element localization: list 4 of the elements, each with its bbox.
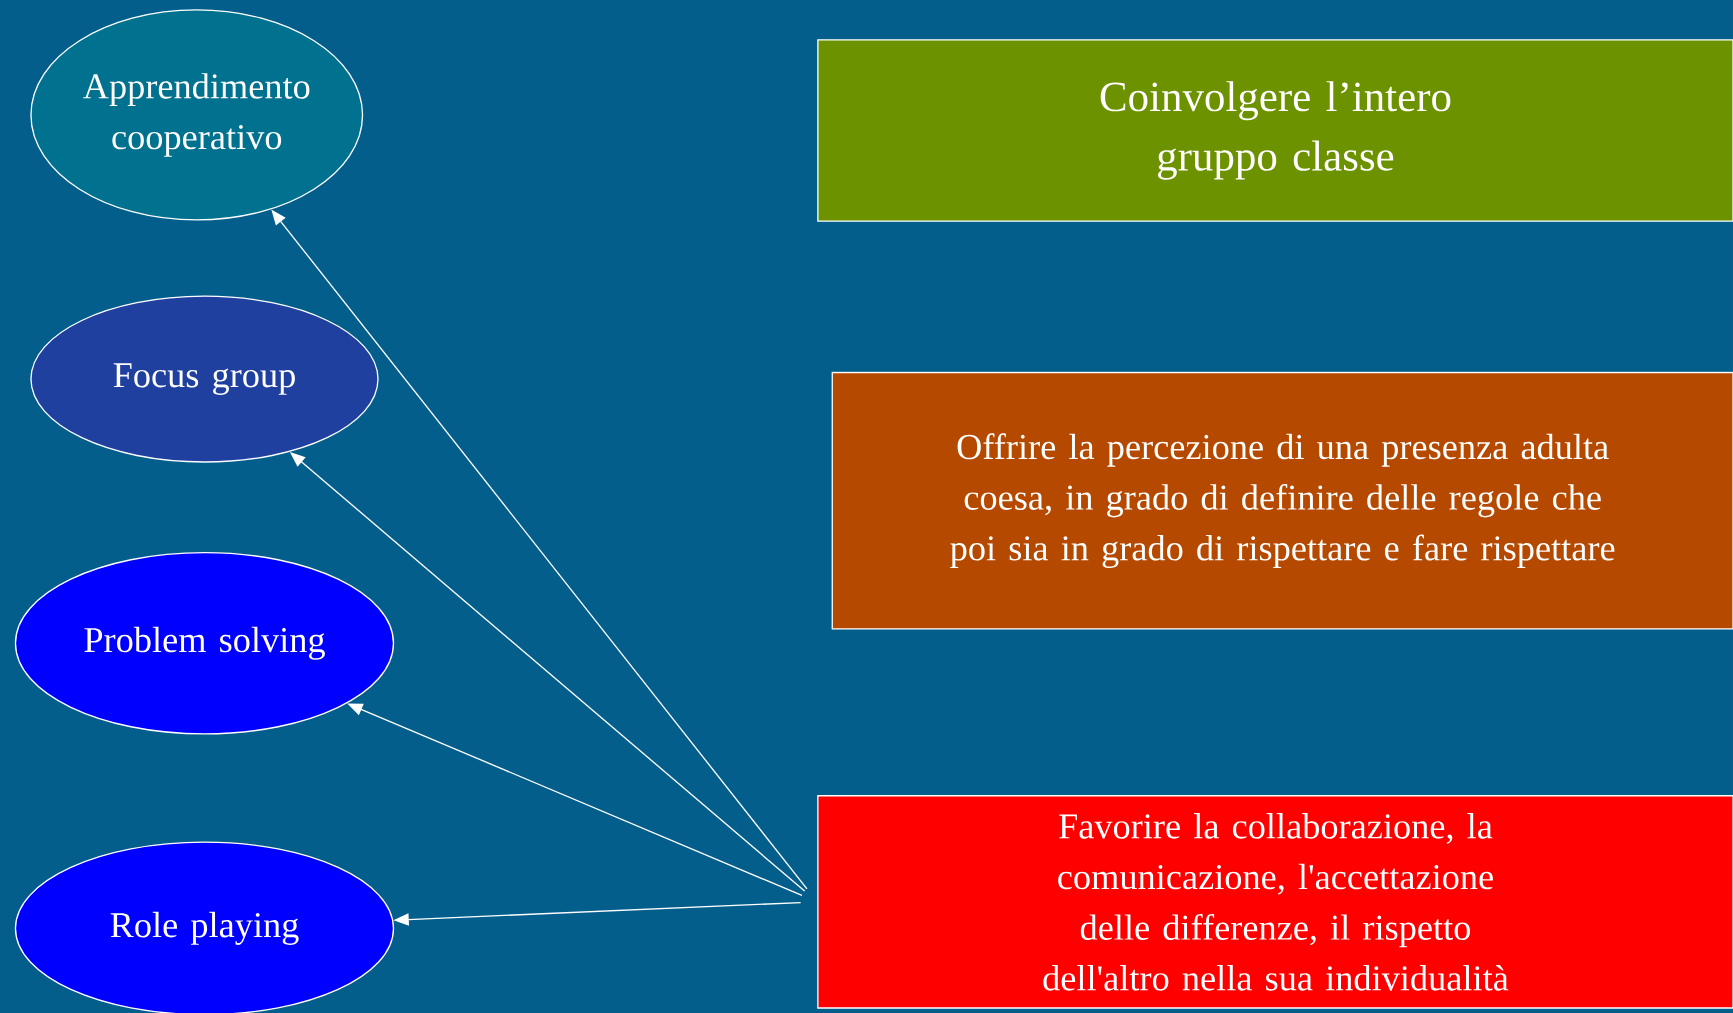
goal-box: Offrire la percezione di una presenza adulta coesa, in grado di definire delle regole che poi sia in grado di rispettare e fare rispettare: [831, 371, 1733, 630]
goal-box: Favorire la collaborazione, la comunicazione, l'accettazione delle differenze, il rispetto dell'altro nella sua individualità: [817, 794, 1733, 1009]
arrow: [271, 209, 808, 890]
goal-box: Coinvolgere l’intero gruppo classe: [817, 38, 1733, 222]
